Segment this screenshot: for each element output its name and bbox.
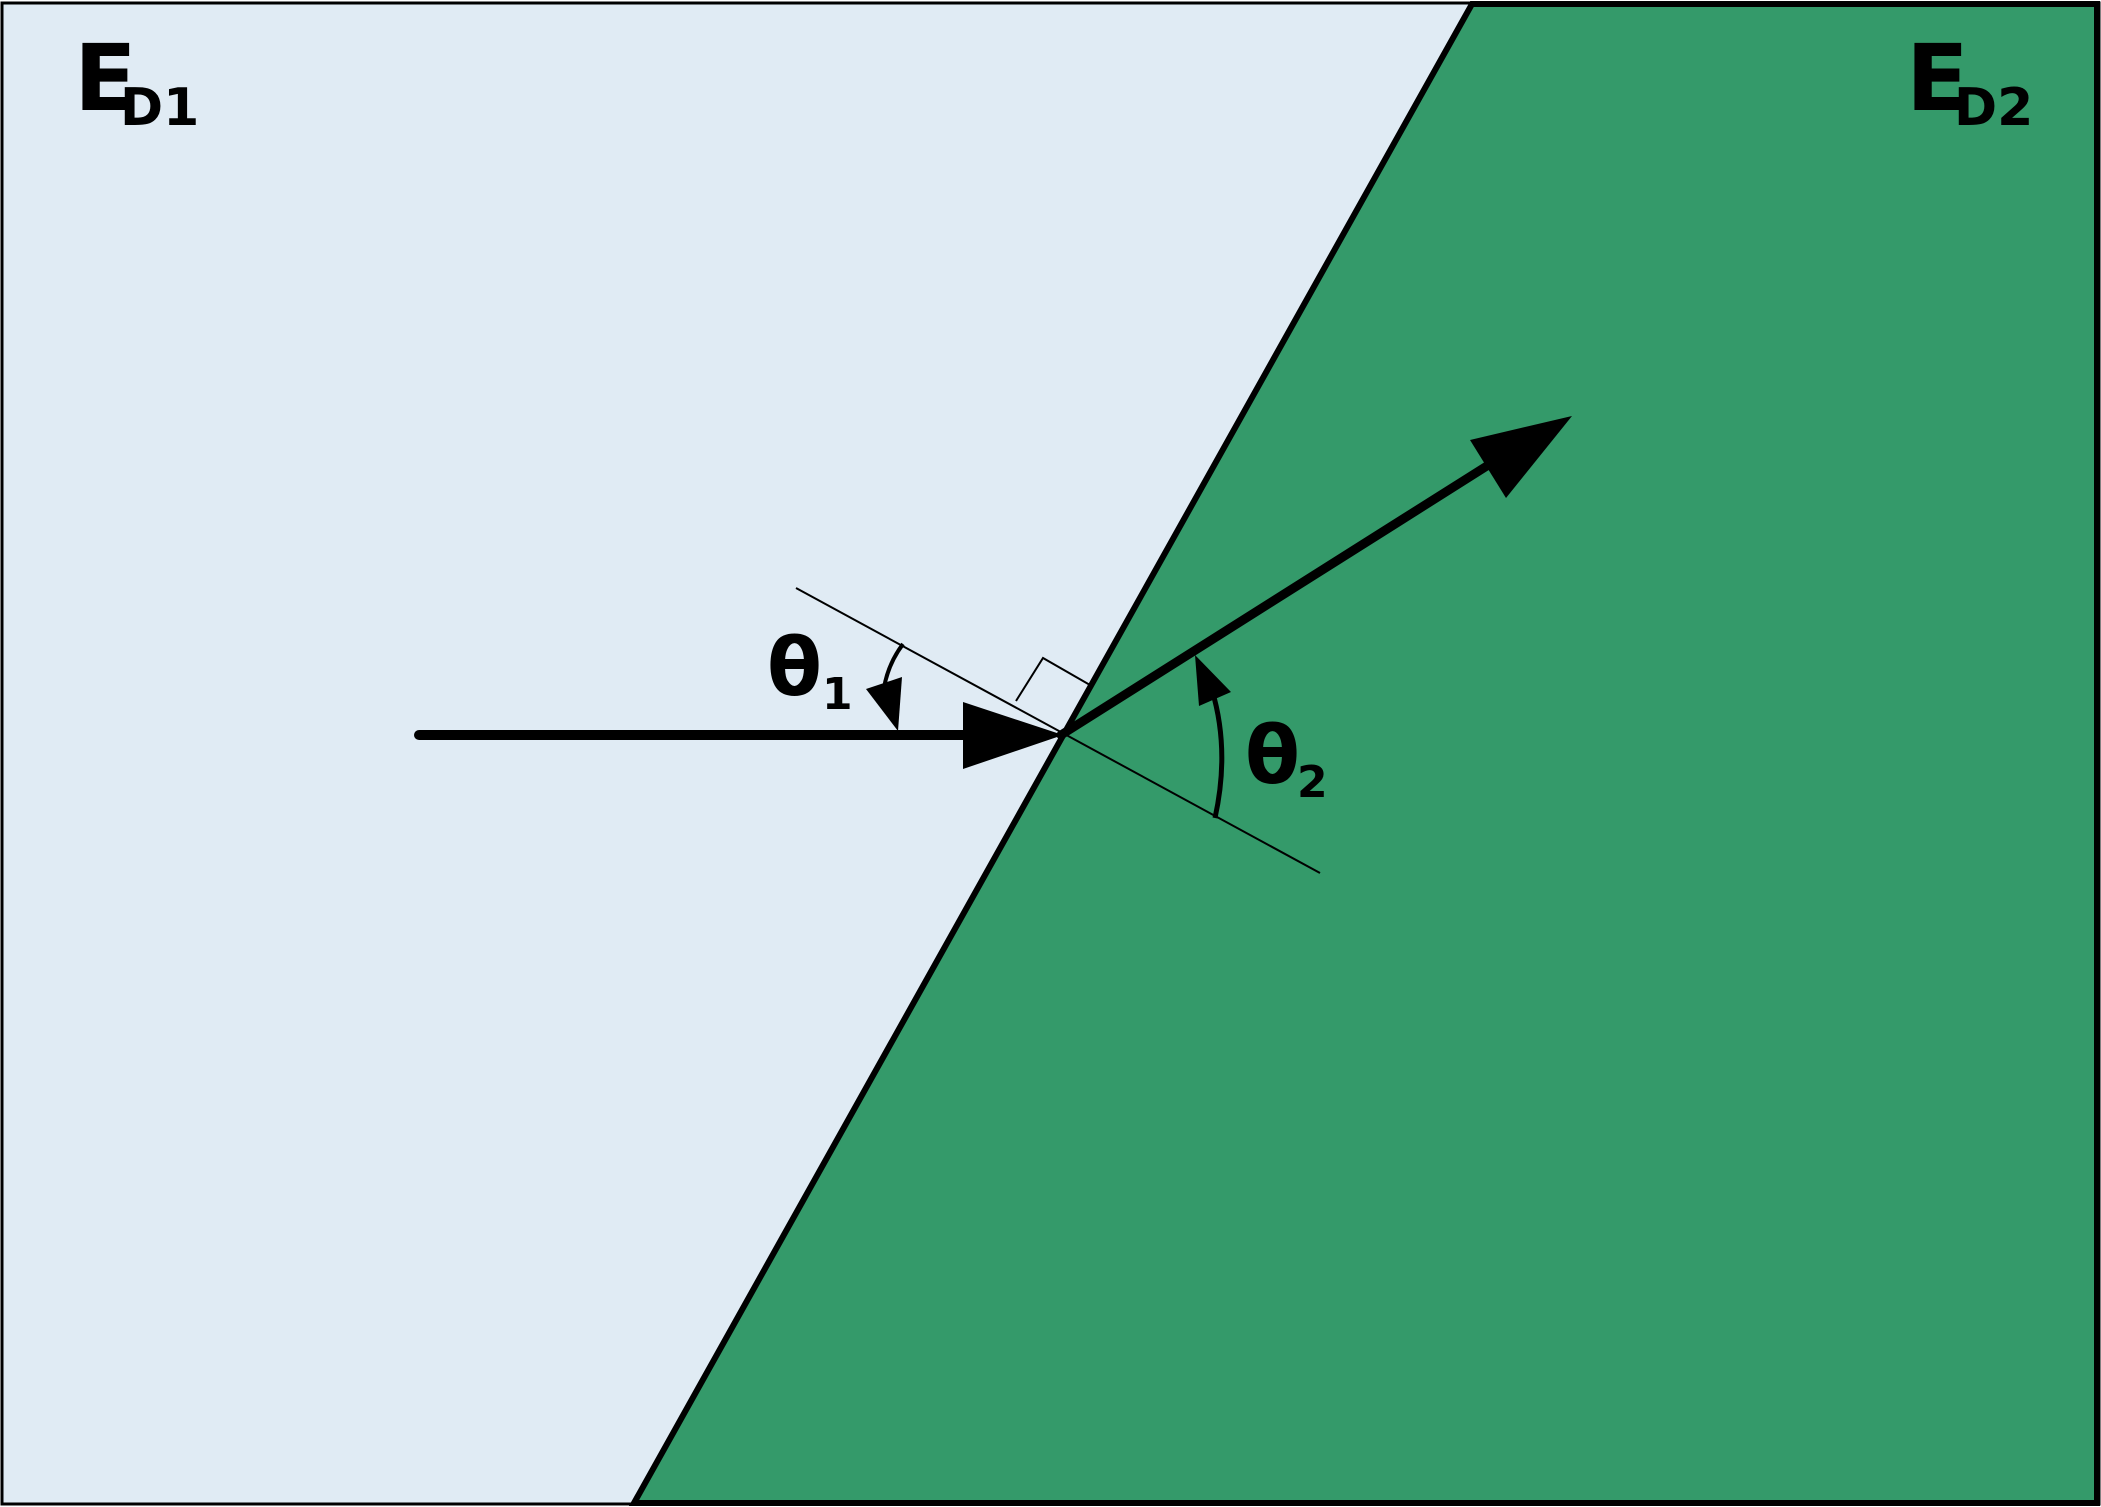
label-d1-sub: D1: [120, 78, 199, 138]
label-d1-main: E: [74, 25, 137, 132]
label-theta2: θ: [1245, 709, 1300, 802]
interface-line: [632, 3, 1474, 1504]
label-d2-main: E: [1906, 25, 1969, 132]
theta2-arrowhead: [1195, 655, 1231, 706]
refracted-ray-arrowhead: [1470, 416, 1572, 498]
label-theta1: θ: [767, 621, 822, 714]
normal-line: [795, 587, 1321, 874]
incident-ray-arrowhead: [963, 702, 1063, 769]
right-angle-marker: [1015, 656, 1091, 702]
label-d2-sub: D2: [1954, 78, 2033, 138]
refracted-ray: [1056, 459, 1495, 740]
label-theta1-sub: 1: [822, 669, 853, 720]
theta2-arc: [1209, 689, 1225, 819]
theta1-arrowhead: [866, 677, 902, 731]
label-theta2-sub: 2: [1297, 757, 1328, 808]
